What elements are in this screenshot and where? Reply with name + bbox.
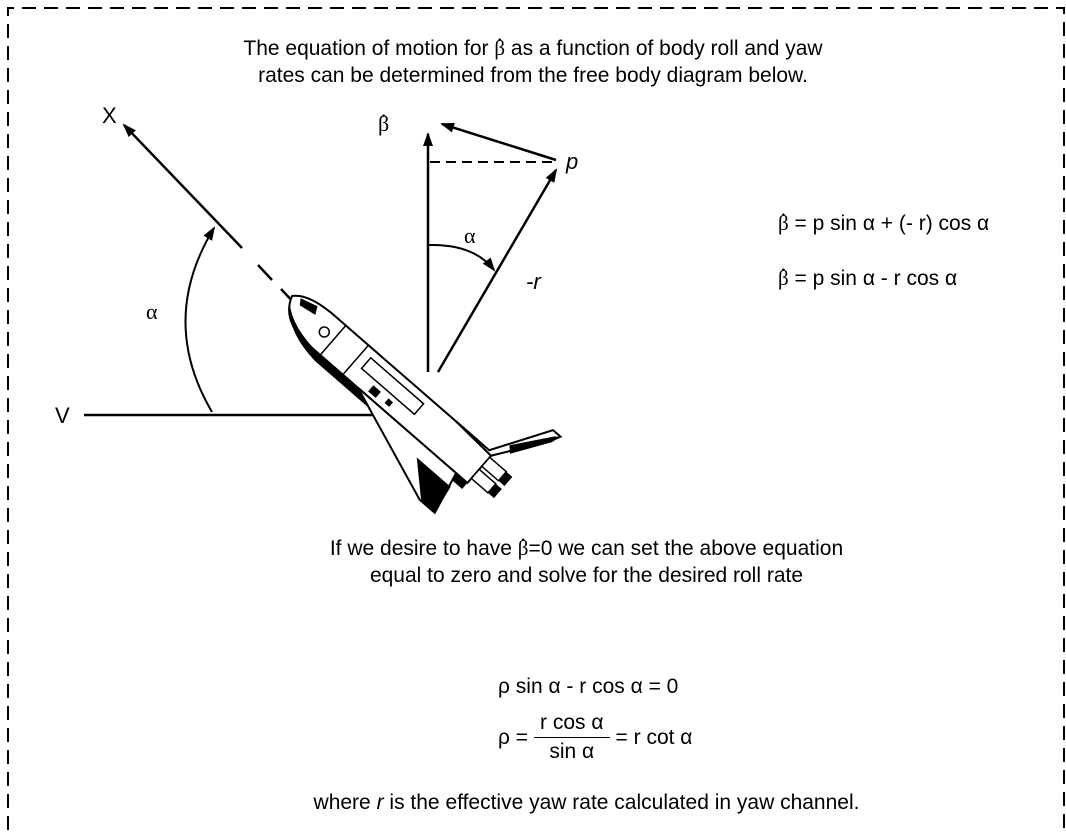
footer-note: where r is the effective yaw rate calcul… bbox=[0, 790, 1066, 816]
p-label: p bbox=[566, 149, 579, 174]
alpha-arc-right bbox=[428, 243, 496, 272]
beta-dot-label: β bbox=[378, 112, 389, 136]
footer-text: where bbox=[313, 791, 371, 814]
equation-text: = p sin α - r cos α bbox=[794, 267, 958, 290]
equation-beta-dot-1: β = p sin α + (- r) cos α bbox=[778, 210, 989, 237]
fraction-numerator: r cos α bbox=[534, 710, 610, 738]
intro-text: The equation of motion for bbox=[243, 37, 489, 60]
dashed-border bbox=[7, 7, 1065, 833]
alpha-label-right: α bbox=[464, 223, 476, 248]
x-axis-dash bbox=[257, 264, 273, 281]
equation-text: = p sin α + (- r) cos α bbox=[794, 212, 990, 235]
footer-variable: r bbox=[376, 791, 384, 814]
roll-rate-equation-1: ρ sin α - r cos α = 0 bbox=[498, 675, 679, 698]
footer-text: is the effective yaw rate calculated in … bbox=[389, 791, 860, 814]
x-axis-arrow bbox=[122, 123, 243, 249]
minus-r-label: -r bbox=[526, 269, 541, 294]
x-axis-label: X bbox=[102, 103, 117, 128]
equation-beta-dot-2: β = p sin α - r cos α bbox=[778, 265, 957, 292]
desire-text: If we desire to have bbox=[329, 537, 512, 560]
alpha-label-left: α bbox=[146, 299, 158, 324]
alpha-arc-left bbox=[184, 226, 216, 413]
beta-dot-symbol: β bbox=[778, 210, 789, 236]
beta-dot-symbol: β bbox=[494, 35, 505, 61]
v-vector-label: V bbox=[55, 403, 70, 428]
beta-dot-symbol: β bbox=[518, 535, 529, 561]
roll-rate-equation-2: ρ = r cos α sin α = r cot α bbox=[498, 710, 692, 765]
fraction-denominator: sin α bbox=[549, 740, 595, 763]
intro-text: as a function of body roll and yaw bbox=[510, 37, 823, 60]
space-shuttle-illustration bbox=[288, 294, 563, 515]
desire-line-1: If we desire to have β=0 we can set the … bbox=[0, 535, 1066, 562]
intro-line-2: rates can be determined from the free bo… bbox=[258, 64, 808, 87]
minus-r-vector-arrow bbox=[436, 168, 558, 373]
p-component-arrow bbox=[440, 122, 557, 162]
intro-line-1: The equation of motion for β as a functi… bbox=[0, 35, 1066, 62]
beta-dot-symbol: β bbox=[378, 112, 389, 136]
beta-dot-symbol: β bbox=[778, 265, 789, 291]
equation-rhs: = r cot α bbox=[615, 725, 693, 749]
fraction: r cos α sin α bbox=[534, 710, 610, 765]
desire-line-2: equal to zero and solve for the desired … bbox=[369, 564, 804, 587]
equation-lhs: ρ = bbox=[498, 725, 529, 749]
desire-text: =0 we can set the above equation bbox=[528, 537, 844, 560]
